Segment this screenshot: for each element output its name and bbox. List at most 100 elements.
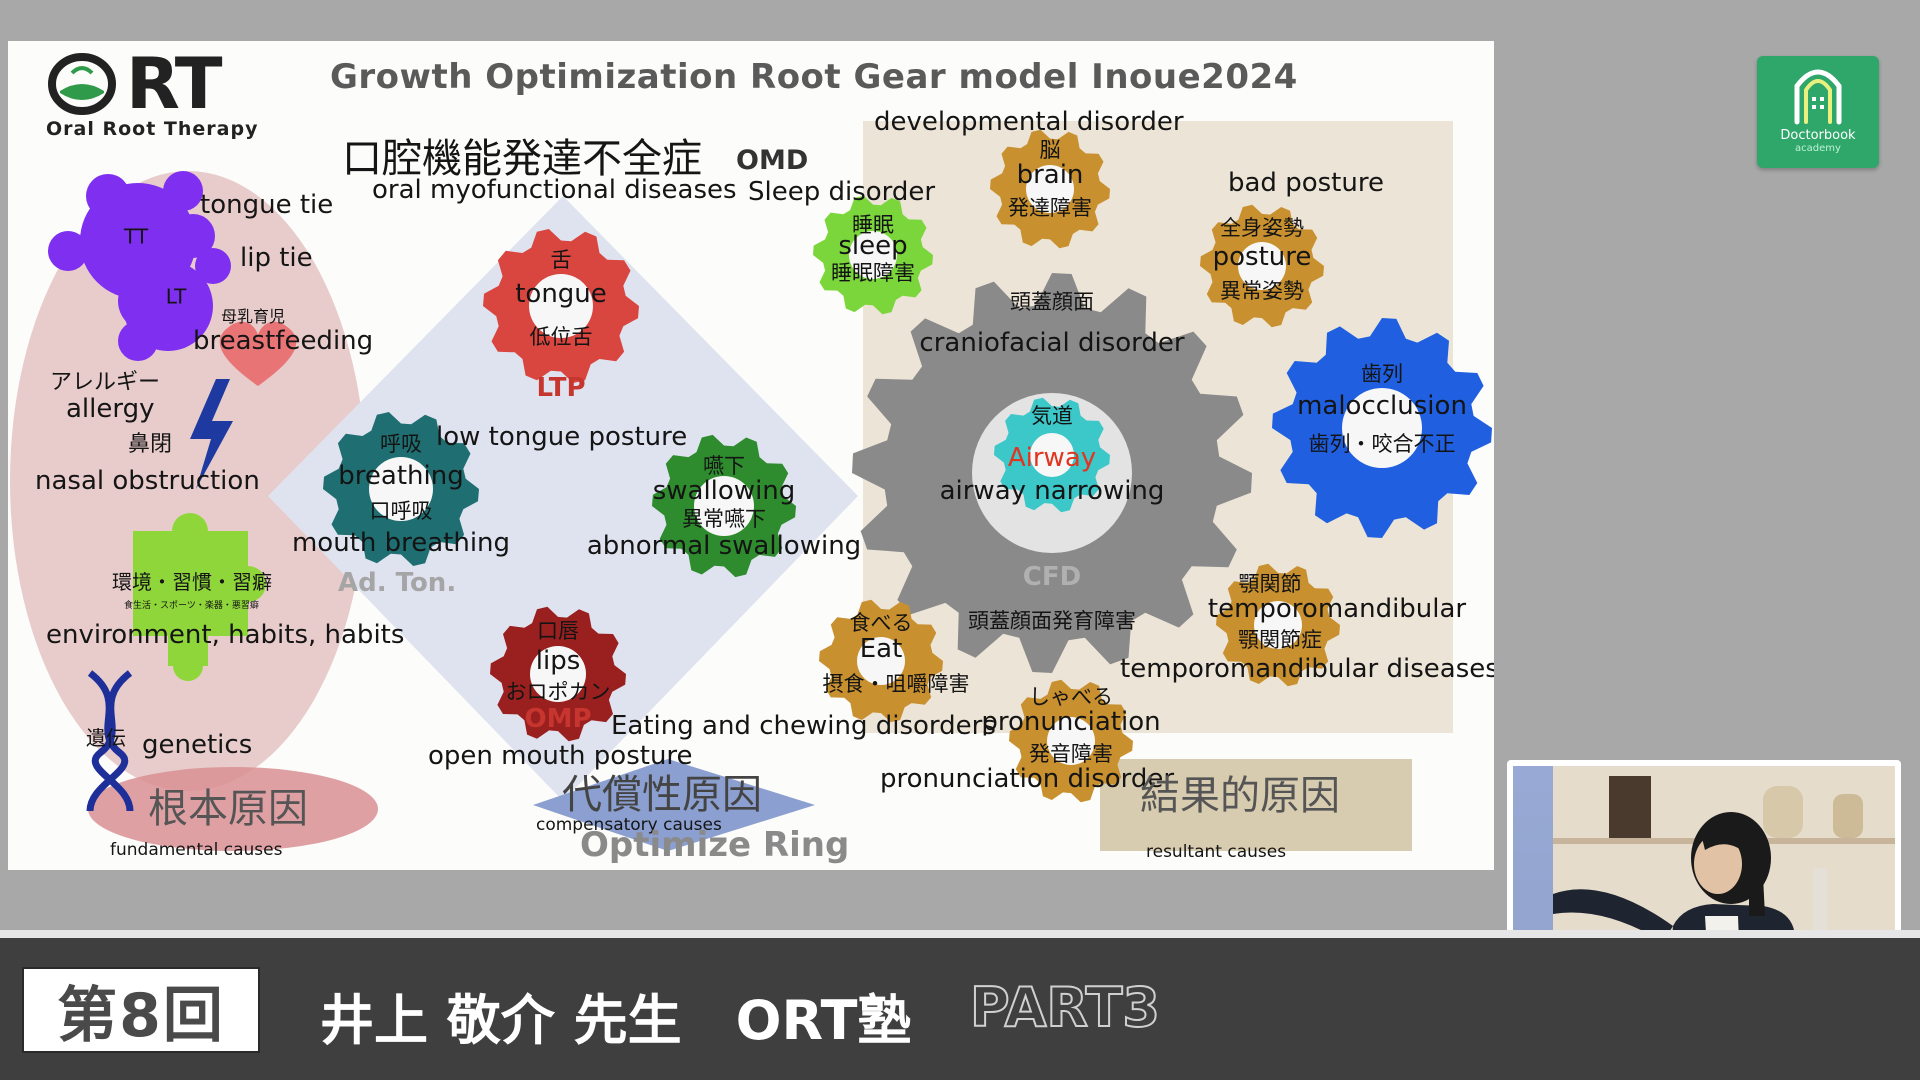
env-en: environment, habits, habits (46, 620, 405, 650)
lightning-icon (190, 379, 233, 489)
badge-sub: academy (1795, 143, 1841, 154)
swallowing-en: swallowing (652, 476, 796, 507)
eat-en: Eat (859, 634, 903, 665)
swallowing-ja: 嚥下 (703, 453, 745, 478)
posture-heading: bad posture (1228, 168, 1384, 198)
gear-lips-icon (490, 606, 626, 742)
resultant-en: resultant causes (1146, 842, 1287, 862)
eat-caption: Eating and chewing disorders (611, 711, 996, 741)
doctorbook-badge[interactable]: Doctorbook academy (1757, 56, 1879, 168)
sleep-en: sleep (838, 231, 908, 262)
compensatory-ja: 代償性原因 (562, 772, 762, 818)
nasal-ja: 鼻閉 (128, 432, 173, 457)
malocclusion-ja: 歯列 (1361, 361, 1403, 386)
tmj-caption: temporomandibular diseases (1120, 654, 1494, 684)
logo-subtitle: Oral Root Therapy (46, 118, 259, 140)
optimize-diamond (268, 196, 858, 801)
cfd-en: craniofacial disorder (919, 328, 1185, 359)
airway-ja: 気道 (1031, 403, 1073, 428)
gear-malocclusion-icon (1272, 318, 1492, 538)
gear-eat-icon (819, 599, 943, 723)
tongue-tie-label: tongue tie (200, 190, 334, 220)
gear-brain-icon (990, 129, 1110, 249)
gear-tmj-icon (1216, 563, 1340, 687)
ltp-caption: low tongue posture (436, 422, 688, 452)
lips-sub: おロポカン (505, 679, 611, 704)
fundamental-en: fundamental causes (110, 840, 283, 860)
ltp-abbr: LTP (536, 373, 586, 404)
gear-tongue-icon (483, 229, 639, 383)
tongue-tie-splash (48, 171, 231, 361)
posture-en: posture (1212, 242, 1312, 273)
airway-en: Airway (1007, 443, 1097, 474)
omp-caption: open mouth posture (428, 741, 693, 771)
lecture-part: PART3 (969, 975, 1161, 1040)
episode-box: 第8回 (22, 967, 260, 1053)
lt-abbr: LT (165, 284, 187, 309)
eat-sub: 摂食・咀嚼障害 (822, 671, 970, 696)
sleep-ja: 睡眠 (852, 212, 894, 237)
episode-number: 第8回 (57, 980, 225, 1051)
brain-ja: 脳 (1039, 137, 1061, 162)
fundamental-pill (88, 767, 378, 851)
allergy-en: allergy (66, 394, 155, 424)
breastfeeding-ja: 母乳育児 (220, 306, 286, 326)
fundamental-ja: 根本原因 (148, 786, 308, 832)
omd-heading-en: oral myofunctional diseases (372, 175, 737, 205)
cfd-abbr: CFD (1022, 562, 1082, 593)
cfd-sub: 頭蓋顔面発育障害 (968, 608, 1136, 633)
doctorbook-logo-icon (1794, 69, 1842, 125)
gear-airway-icon (994, 397, 1110, 513)
compensatory-diamond (533, 759, 815, 851)
adton-abbr: Ad. Ton. (338, 568, 457, 598)
brain-en: brain (1016, 160, 1084, 191)
pron-ja: しゃべる (1029, 684, 1113, 709)
env-ja: 環境・習慣・習癖 (112, 570, 272, 594)
gear-swallowing-icon (652, 434, 796, 578)
breastfeeding-en: breastfeeding (193, 326, 374, 356)
sleep-sub: 睡眠障害 (831, 260, 915, 285)
omd-heading-abbr: OMD (736, 145, 809, 176)
env-small: 食生活・スポーツ・楽器・悪習癖 (124, 601, 259, 611)
tongue-en: tongue (515, 279, 607, 310)
heart-icon (219, 321, 297, 386)
cfd-ja: 頭蓋顔面 (1010, 289, 1094, 314)
breathing-ja: 呼吸 (380, 431, 422, 456)
posture-ja: 全身姿勢 (1220, 215, 1304, 240)
breathing-caption: mouth breathing (291, 528, 511, 559)
tmj-ja: 顎関節 (1238, 571, 1302, 596)
gear-breathing-icon (323, 412, 479, 566)
lips-ja: 口唇 (537, 618, 579, 643)
dna-icon (86, 670, 134, 812)
breathing-en: breathing (338, 461, 464, 492)
sleep-heading: Sleep disorder (748, 177, 936, 207)
malocclusion-sub: 歯列・咬合不正 (1308, 431, 1456, 456)
lower-third-bar (0, 930, 1920, 1080)
tongue-ja: 舌 (550, 247, 572, 272)
pron-sub: 発音障害 (1029, 741, 1113, 766)
swallowing-sub: 異常嚥下 (682, 506, 766, 531)
airway-caption: airway narrowing (939, 476, 1165, 507)
slide-diagram (10, 121, 1492, 851)
omd-heading-ja: 口腔機能発達不全症 (342, 136, 702, 182)
resultant-box (1100, 759, 1412, 851)
gear-sleep-icon (813, 195, 933, 315)
eat-ja: 食べる (849, 610, 913, 635)
omp-abbr: OMP (524, 704, 592, 735)
gear-pron-icon (1009, 679, 1133, 803)
brain-sub: 発達障害 (1008, 195, 1092, 220)
lips-en: lips (535, 646, 581, 677)
logo-wordmark: RT (126, 43, 223, 125)
optimize-ring-label: Optimize Ring (580, 825, 850, 865)
presentation-slide: RT Oral Root Therapy Growth Optimization… (8, 41, 1494, 870)
tt-abbr: TT (123, 224, 149, 249)
puzzle-icon (133, 513, 266, 681)
pron-en: pronunciation (981, 707, 1161, 738)
nasal-en: nasal obstruction (35, 466, 260, 496)
genetics-ja: 遺伝 (86, 726, 126, 750)
posture-sub: 異常姿勢 (1220, 278, 1304, 303)
pron-caption: pronunciation disorder (880, 764, 1175, 794)
lecture-title: 井上 敬介 先生 ORT塾 (320, 989, 912, 1052)
gear-posture-icon (1200, 204, 1324, 328)
allergy-ja: アレルギー (50, 370, 161, 395)
